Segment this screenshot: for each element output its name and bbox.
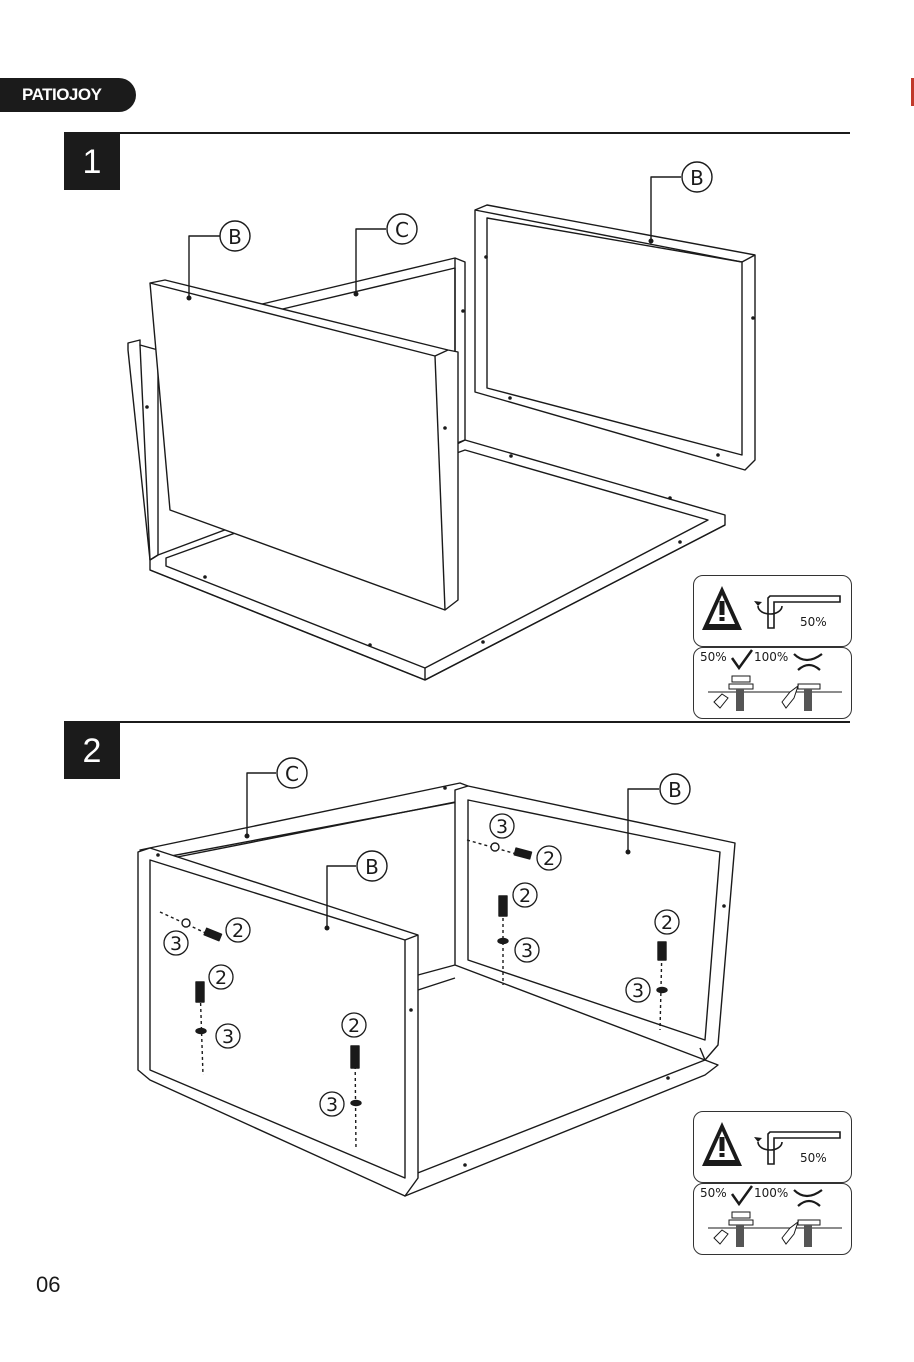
hardware-label: 3 xyxy=(326,1094,338,1116)
torque-label: 50% xyxy=(800,1151,827,1165)
tighten-good-label: 50% xyxy=(700,1186,727,1200)
hardware-label: 3 xyxy=(170,933,182,955)
hardware-label: 3 xyxy=(521,940,533,962)
left-side-frame xyxy=(128,340,158,560)
step-1-caution-panel: 50% xyxy=(693,575,852,647)
front-panel-b xyxy=(138,848,418,1196)
step-2-rule xyxy=(64,721,850,723)
brand-logo: PATIOJOY xyxy=(0,78,136,112)
callout-b-right: B xyxy=(690,166,704,190)
front-panel-b xyxy=(150,280,458,610)
callout-b-left: B xyxy=(228,225,242,249)
step-2-caution-panel: 50% xyxy=(693,1111,852,1183)
check-icon xyxy=(732,1186,752,1204)
check-icon xyxy=(732,650,752,668)
warning-wrench-icon xyxy=(694,576,851,646)
hardware-label: 2 xyxy=(348,1015,360,1037)
cross-icon xyxy=(794,654,822,670)
tighten-good-label: 50% xyxy=(700,650,727,664)
hardware-label: 3 xyxy=(496,816,508,838)
callout-c: C xyxy=(285,762,299,786)
page-number: 06 xyxy=(36,1272,60,1298)
hardware-label: 3 xyxy=(222,1026,234,1048)
callout-b-right: B xyxy=(668,778,682,802)
torque-label: 50% xyxy=(800,615,827,629)
tighten-bad-label: 100% xyxy=(754,650,788,664)
cross-icon xyxy=(794,1190,822,1206)
hardware-label: 2 xyxy=(232,920,244,942)
right-frame-b xyxy=(475,205,755,470)
step-1-tighten-panel: 50% 100% xyxy=(693,647,852,719)
warning-wrench-icon xyxy=(694,1112,851,1182)
back-frame-c xyxy=(140,783,468,862)
tighten-bad-label: 100% xyxy=(754,1186,788,1200)
brand-name: PATIOJOY xyxy=(22,85,101,104)
hardware-label: 2 xyxy=(215,967,227,989)
step-1-rule xyxy=(64,132,850,134)
step-2-tighten-panel: 50% 100% xyxy=(693,1183,852,1255)
hardware-label: 2 xyxy=(519,885,531,907)
hardware-label: 2 xyxy=(661,912,673,934)
hardware-label: 3 xyxy=(632,980,644,1002)
callout-c: C xyxy=(395,218,409,242)
callout-b-front: B xyxy=(365,855,379,879)
hardware-label: 2 xyxy=(543,848,555,870)
